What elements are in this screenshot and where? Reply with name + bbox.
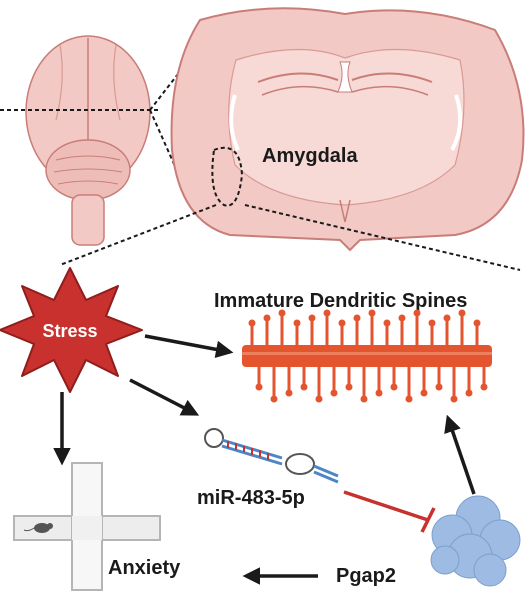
spine-head-lower xyxy=(435,383,443,391)
mirna-label: miR-483-5p xyxy=(197,487,305,509)
spine-head-upper xyxy=(383,319,391,327)
stress-label: Stress xyxy=(42,321,97,341)
dendrite-with-spines-icon xyxy=(242,309,492,403)
brain-coronal-section-icon xyxy=(170,7,525,252)
arrow-pgap2-to-spines xyxy=(444,414,476,495)
pgap2-label: Pgap2 xyxy=(336,565,396,587)
zoom-line-right xyxy=(244,204,521,271)
spine-head-lower xyxy=(465,389,473,397)
spine-head-upper xyxy=(398,314,406,322)
stress-star-icon xyxy=(0,267,143,393)
mirna-hairpin-icon xyxy=(204,428,339,484)
spines-title: Immature Dendritic Spines xyxy=(214,290,467,312)
spine-head-upper xyxy=(263,314,271,322)
spine-head-lower xyxy=(360,395,368,403)
spine-head-lower xyxy=(285,389,293,397)
spine-head-upper xyxy=(323,309,331,317)
spine-head-upper xyxy=(458,309,466,317)
mouse-icon xyxy=(34,523,50,533)
spine-head-lower xyxy=(480,383,488,391)
amygdala-label: Amygdala xyxy=(262,145,358,167)
spine-head-upper xyxy=(338,319,346,327)
zoom-line-bottom xyxy=(149,109,191,201)
inhibition-mirna-to-pgap2 xyxy=(343,490,429,522)
inhibition-bar xyxy=(420,507,436,533)
spine-head-upper xyxy=(413,309,421,317)
spine-head-upper xyxy=(473,319,481,327)
spine-head-lower xyxy=(390,383,398,391)
pgap2-protein-icon xyxy=(430,495,521,587)
spine-head-upper xyxy=(278,309,286,317)
spine-head-upper xyxy=(443,314,451,322)
spine-head-lower xyxy=(345,383,353,391)
spine-head-lower xyxy=(405,395,413,403)
spine-head-upper xyxy=(248,319,256,327)
spine-head-upper xyxy=(353,314,361,322)
spine-head-upper xyxy=(368,309,376,317)
spine-head-lower xyxy=(315,395,323,403)
arrow-stress-to-spines xyxy=(144,334,234,359)
spine-head-lower xyxy=(270,395,278,403)
spine-head-upper xyxy=(293,319,301,327)
spine-head-lower xyxy=(420,389,428,397)
anxiety-label: Anxiety xyxy=(108,557,181,579)
spine-head-lower xyxy=(300,383,308,391)
spine-head-lower xyxy=(375,389,383,397)
arrow-stress-to-mirna xyxy=(129,378,200,416)
spine-head-lower xyxy=(450,395,458,403)
spine-head-lower xyxy=(255,383,263,391)
plus-maze-icon xyxy=(13,462,161,591)
spine-head-lower xyxy=(330,389,338,397)
brain-top-view-icon xyxy=(0,35,160,246)
spine-head-upper xyxy=(428,319,436,327)
spine-head-upper xyxy=(308,314,316,322)
